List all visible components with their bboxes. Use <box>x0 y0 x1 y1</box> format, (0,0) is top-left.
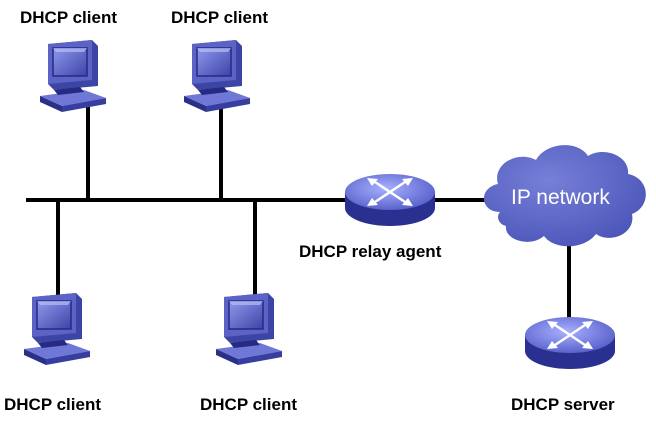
client-pc-icon <box>39 39 107 113</box>
client-label-top-left: DHCP client <box>20 8 117 27</box>
relay-label: DHCP relay agent <box>299 242 442 261</box>
client-label-bottom-right: DHCP client <box>200 395 297 414</box>
cloud-icon <box>483 145 646 247</box>
client-pc-icon <box>183 39 251 113</box>
links <box>26 104 571 318</box>
relay-router-icon <box>343 172 437 228</box>
client-label-bottom-left: DHCP client <box>4 395 101 414</box>
server-label: DHCP server <box>511 395 615 414</box>
client-pc-icon <box>23 292 91 366</box>
client-pc-icon <box>215 292 283 366</box>
server-router-icon <box>523 315 617 371</box>
client-label-top-right: DHCP client <box>171 8 268 27</box>
cloud-label: IP network <box>511 186 610 209</box>
